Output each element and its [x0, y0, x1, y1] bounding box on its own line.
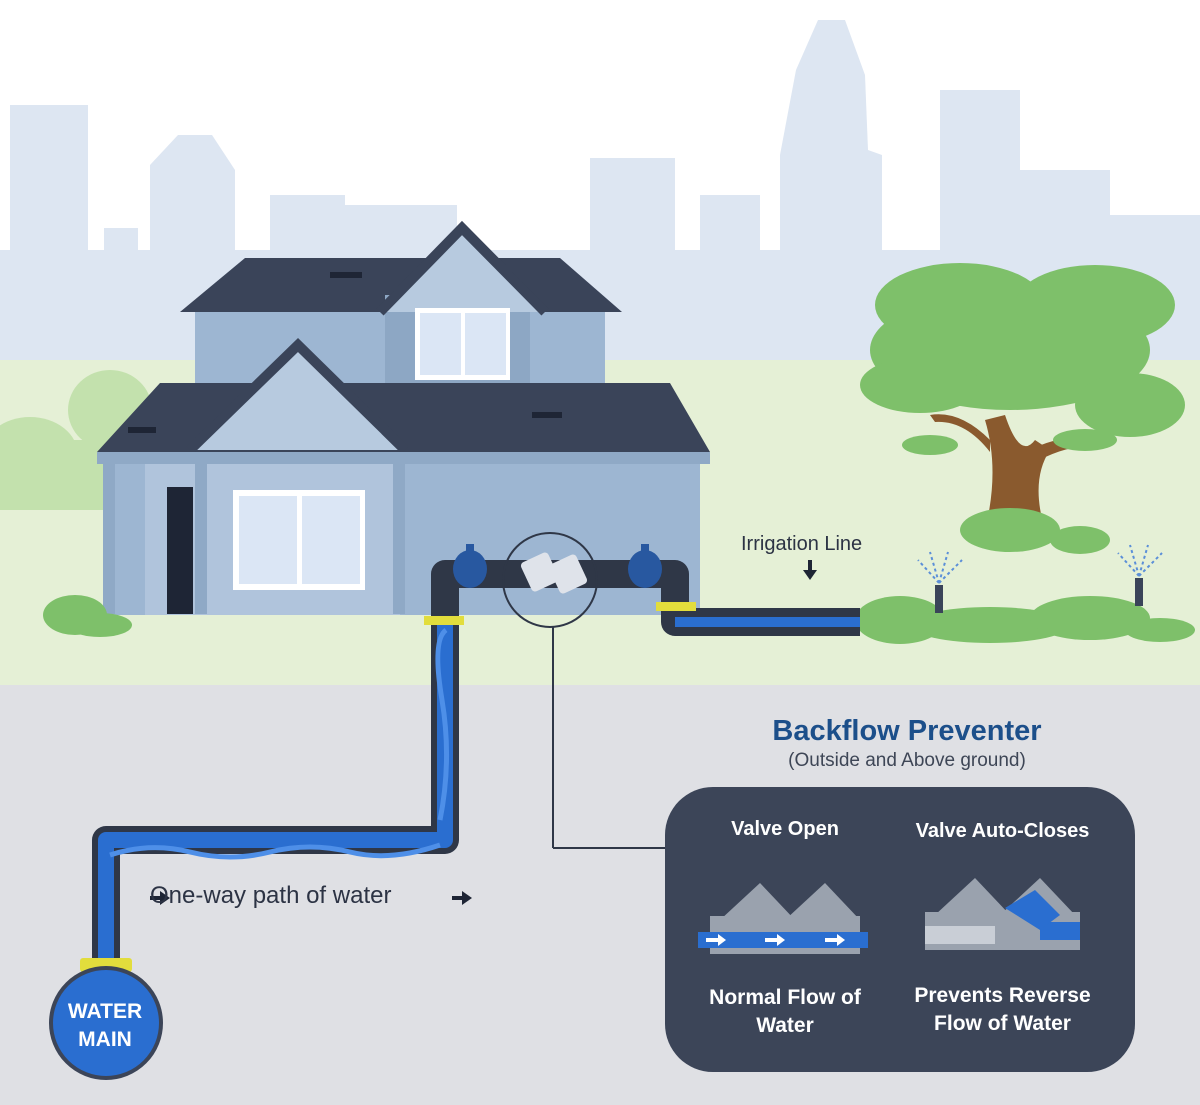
valve-open-illustration	[698, 883, 868, 954]
backflow-preventer-subtitle: (Outside and Above ground)	[788, 750, 1026, 771]
backflow-preventer-title: Backflow Preventer	[772, 715, 1042, 747]
water-main-circle	[49, 966, 163, 1080]
prevents-reverse-caption: Prevents Reverse Flow of Water	[914, 984, 1091, 1035]
water-main-label: WATER MAIN	[67, 1000, 143, 1051]
right-arrow-icon	[150, 891, 472, 905]
irrigation-line-label: Irrigation Line	[741, 533, 863, 555]
valve-open-heading: Valve Open	[731, 818, 839, 840]
normal-flow-caption: Normal Flow of Water	[709, 986, 861, 1037]
shrub-left	[43, 595, 132, 637]
down-arrow-icon	[803, 560, 817, 580]
backflow-assembly	[453, 532, 668, 849]
valve-auto-closes-heading: Valve Auto-Closes	[915, 820, 1090, 842]
supply-pipe	[80, 560, 860, 972]
house	[97, 220, 710, 615]
one-way-path-label: One-way path of water	[150, 882, 392, 909]
sprinkler-icon	[917, 544, 1163, 613]
irrigation-shrub-bed	[855, 596, 1195, 644]
backflow-panel	[665, 787, 1135, 1072]
valve-closed-illustration	[925, 878, 1080, 950]
tree	[860, 263, 1185, 554]
